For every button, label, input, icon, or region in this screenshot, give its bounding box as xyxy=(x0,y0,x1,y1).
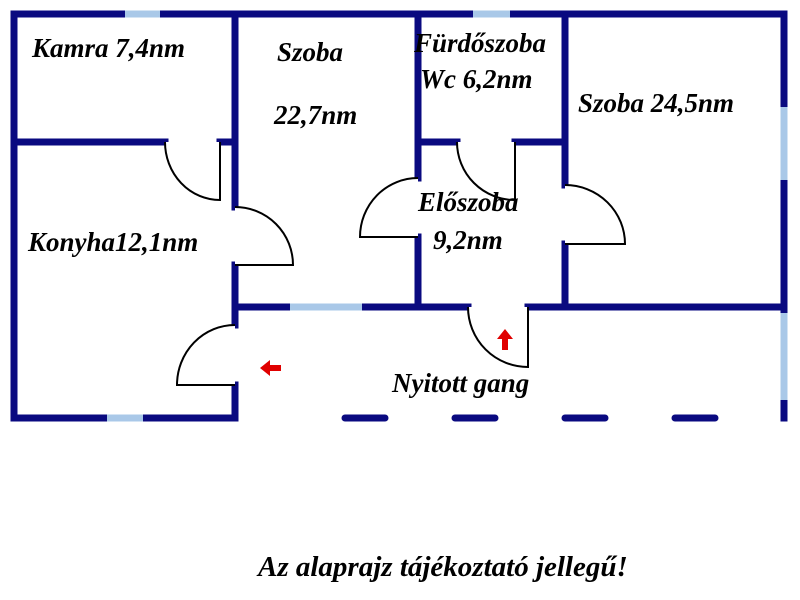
eloszoba-szoba-door-left xyxy=(358,177,419,238)
entry-arrows xyxy=(260,329,513,376)
label-gang: Nyitott gang xyxy=(391,368,529,398)
room-labels: Kamra 7,4nm Szoba 22,7nm Fürdőszoba Wc 6… xyxy=(27,28,734,398)
entrance-door xyxy=(467,306,529,369)
label-furdo-area: Wc 6,2nm xyxy=(420,64,533,94)
label-konyha: Konyha12,1nm xyxy=(27,227,198,257)
arrow-up-icon xyxy=(497,329,513,350)
label-eloszoba-name: Előszoba xyxy=(417,187,519,217)
bathroom-door xyxy=(456,141,516,202)
windows xyxy=(107,10,788,422)
label-szoba2: Szoba 24,5nm xyxy=(578,88,734,118)
label-kamra: Kamra 7,4nm xyxy=(31,33,185,63)
label-szoba1-name: Szoba xyxy=(277,37,343,67)
label-eloszoba-area: 9,2nm xyxy=(433,225,503,255)
konyha-szoba-door xyxy=(234,206,295,266)
disclaimer-note: Az alaprajz tájékoztató jellegű! xyxy=(256,551,628,583)
label-furdo-name: Fürdőszoba xyxy=(413,28,546,58)
label-szoba1-area: 22,7nm xyxy=(273,100,357,130)
kamra-door xyxy=(164,141,221,202)
doors xyxy=(164,141,627,386)
eloszoba-szoba-door-right xyxy=(564,184,627,245)
arrow-left-icon xyxy=(260,360,281,376)
kitchen-outer-door xyxy=(175,324,236,386)
